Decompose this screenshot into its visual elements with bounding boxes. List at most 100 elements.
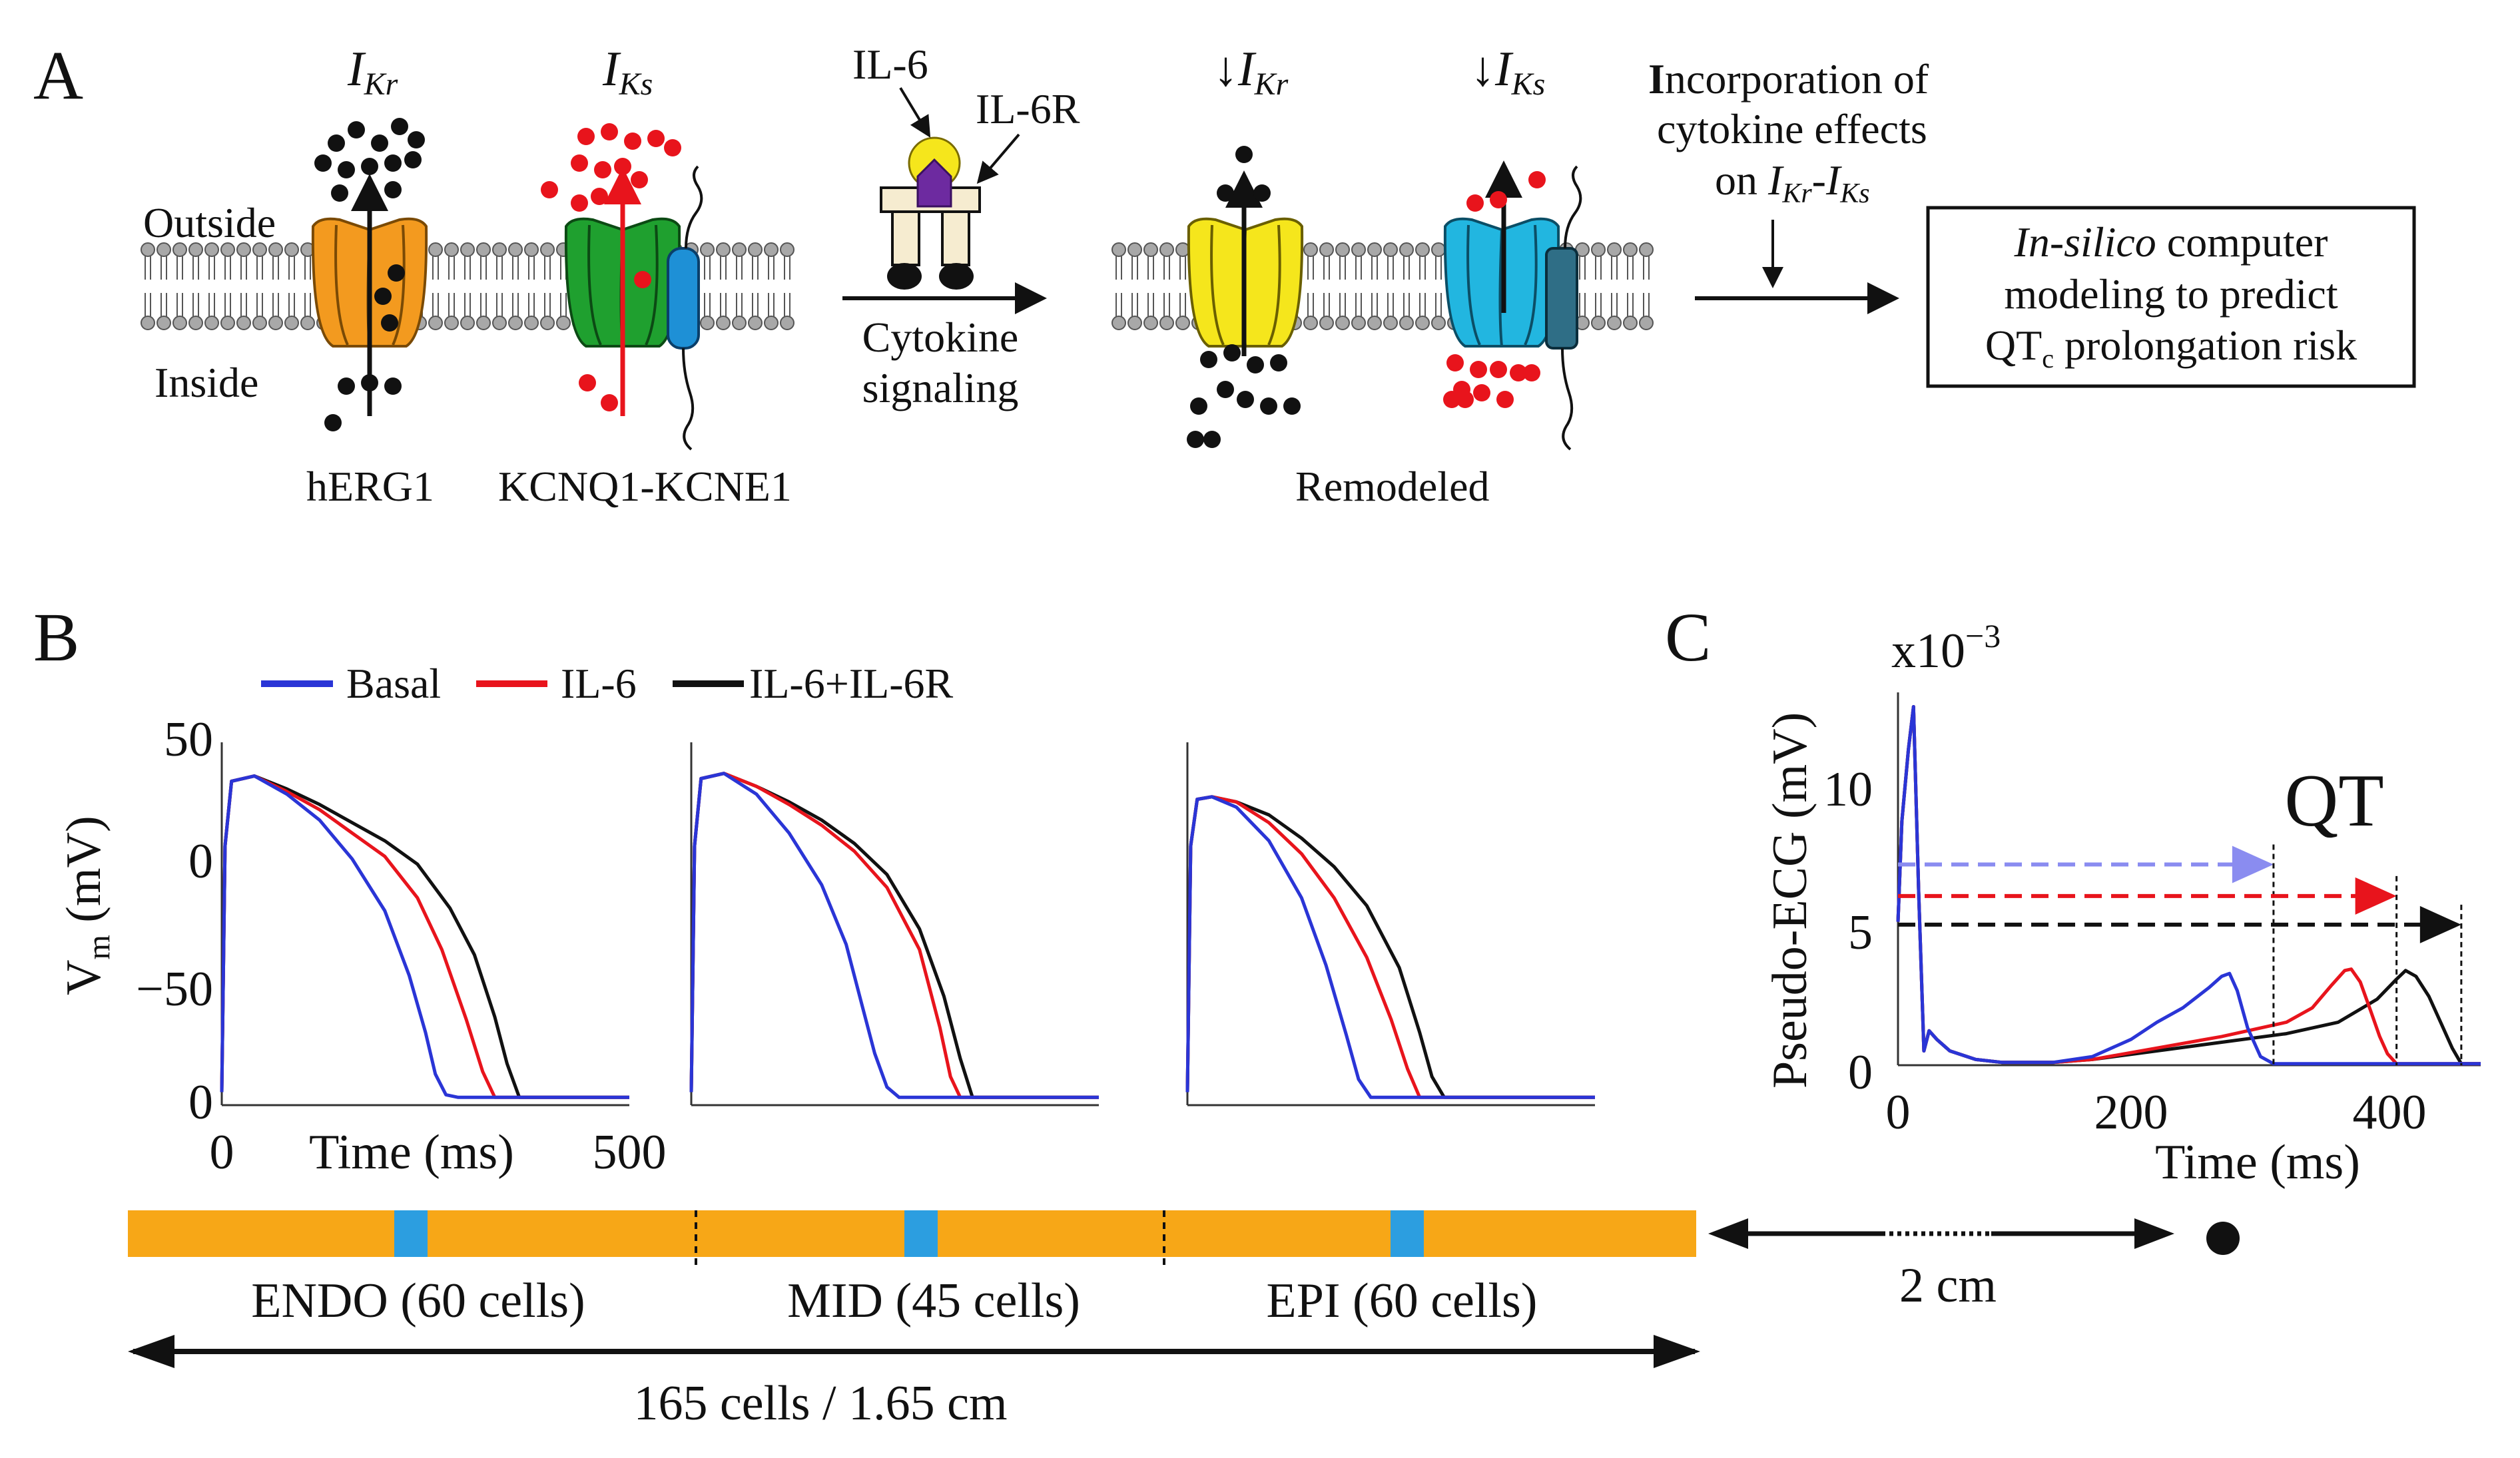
ion bbox=[338, 161, 355, 178]
lipid-tail bbox=[432, 256, 439, 280]
ion bbox=[1253, 184, 1271, 202]
lipid-head bbox=[492, 316, 507, 330]
ion bbox=[1237, 391, 1254, 408]
lipid-tail bbox=[560, 293, 567, 316]
tissue-marker-endo bbox=[394, 1210, 428, 1257]
ion bbox=[594, 161, 611, 178]
lipid-head bbox=[1367, 242, 1382, 257]
ikr-label: IKr bbox=[347, 42, 398, 102]
lipid-head bbox=[172, 242, 187, 257]
legend-il6r: IL-6+IL-6R bbox=[749, 660, 954, 707]
il6r-label: IL-6R bbox=[976, 85, 1080, 132]
lipid-head bbox=[780, 316, 794, 330]
ion bbox=[1490, 191, 1507, 208]
lipid-head bbox=[157, 316, 171, 330]
lipid-tail bbox=[1435, 293, 1442, 316]
qt-arrowhead bbox=[2355, 877, 2397, 915]
region-endo: ENDO (60 cells) bbox=[251, 1274, 585, 1328]
lipid-tail bbox=[1627, 256, 1634, 280]
ytick-c-0: 0 bbox=[1848, 1045, 1873, 1100]
lipid-head bbox=[1303, 316, 1318, 330]
lipid-tail bbox=[784, 256, 790, 280]
ytick-labels-b: 50 0 −50 0 bbox=[136, 712, 213, 1130]
ion bbox=[1510, 364, 1527, 381]
il6r-pointer bbox=[976, 133, 1020, 184]
lipid-head bbox=[204, 316, 219, 330]
lipid-tail bbox=[1579, 293, 1586, 316]
ap-subplot-mid bbox=[689, 742, 1099, 1106]
modeling-box-line-2: modeling to predict bbox=[2004, 270, 2338, 318]
lipid-head bbox=[252, 242, 267, 257]
ion bbox=[1283, 397, 1301, 415]
lipid-head bbox=[1399, 242, 1414, 257]
lipid-tail bbox=[1163, 293, 1170, 316]
ion bbox=[324, 414, 342, 431]
lipid-head bbox=[1639, 316, 1654, 330]
xtick-c-400: 400 bbox=[2353, 1085, 2427, 1140]
lipid-head bbox=[1175, 316, 1190, 330]
ion bbox=[361, 158, 378, 175]
tissue-span-label: 165 cells / 1.65 cm bbox=[633, 1376, 1007, 1431]
lipid-head bbox=[1383, 316, 1398, 330]
tissue-marker-mid bbox=[904, 1210, 938, 1257]
lipid-tail bbox=[1643, 256, 1650, 280]
lipid-tail bbox=[768, 256, 775, 280]
xtick-b-500: 500 bbox=[593, 1125, 667, 1180]
signaling-label-1: Cytokine bbox=[862, 314, 1019, 361]
modeling-box-line-3: QTc prolongation risk bbox=[1985, 322, 2357, 373]
ytick-b-50: 50 bbox=[164, 712, 213, 767]
lipid-tail bbox=[1339, 256, 1346, 280]
qt-arrowhead bbox=[2232, 846, 2274, 883]
lipid-head bbox=[1591, 242, 1606, 257]
ion bbox=[1223, 344, 1241, 362]
lipid-head bbox=[508, 242, 523, 257]
iks-label: IKs bbox=[602, 42, 653, 102]
lipid-tail bbox=[512, 256, 519, 280]
lipid-tail bbox=[1387, 256, 1394, 280]
lipid-head bbox=[1127, 316, 1142, 330]
lipid-tail bbox=[1131, 256, 1138, 280]
ion bbox=[634, 271, 651, 288]
lipid-tail bbox=[752, 256, 759, 280]
lipid-head bbox=[172, 316, 187, 330]
il6-receptor-complex bbox=[880, 136, 981, 290]
ion bbox=[1187, 431, 1204, 448]
lipid-tail bbox=[528, 293, 535, 316]
panel-c-xlabel: Time (ms) bbox=[2155, 1135, 2360, 1190]
region-mid: MID (45 cells) bbox=[787, 1274, 1080, 1328]
lipid-head bbox=[428, 316, 443, 330]
lipid-head bbox=[284, 242, 299, 257]
lipid-head bbox=[1351, 316, 1366, 330]
lipid-tail bbox=[704, 293, 711, 316]
lipid-tail bbox=[720, 293, 727, 316]
lipid-head bbox=[716, 316, 731, 330]
lipid-head bbox=[236, 316, 251, 330]
lipid-head bbox=[732, 242, 747, 257]
ecg-plot bbox=[1896, 692, 2481, 1067]
ion bbox=[331, 184, 348, 202]
lipid-tail bbox=[768, 293, 775, 316]
lipid-tail bbox=[240, 293, 247, 316]
ytick-b-minus50: −50 bbox=[136, 962, 213, 1017]
lipid-tail bbox=[176, 256, 183, 280]
lipid-tail bbox=[1403, 293, 1410, 316]
lipid-head bbox=[748, 316, 763, 330]
lipid-head bbox=[1159, 316, 1174, 330]
lipid-tail bbox=[1595, 256, 1602, 280]
lipid-tail bbox=[256, 256, 263, 280]
lipid-head bbox=[492, 242, 507, 257]
lipid-head bbox=[476, 242, 491, 257]
lipid-tail bbox=[1307, 256, 1314, 280]
lipid-tail bbox=[1403, 256, 1410, 280]
lipid-tail bbox=[224, 293, 231, 316]
panel-c-label: C bbox=[1665, 599, 1711, 676]
ion bbox=[624, 132, 641, 150]
xtick-b-0: 0 bbox=[210, 1125, 234, 1180]
ion bbox=[338, 377, 355, 395]
incorporation-line-1: Incorporation of bbox=[1648, 55, 1929, 103]
lipid-tail bbox=[1419, 293, 1426, 316]
lipid-head bbox=[1607, 242, 1622, 257]
lipid-head bbox=[141, 242, 155, 257]
lipid-head bbox=[508, 316, 523, 330]
incorporation-line-2: cytokine effects bbox=[1657, 105, 1927, 152]
